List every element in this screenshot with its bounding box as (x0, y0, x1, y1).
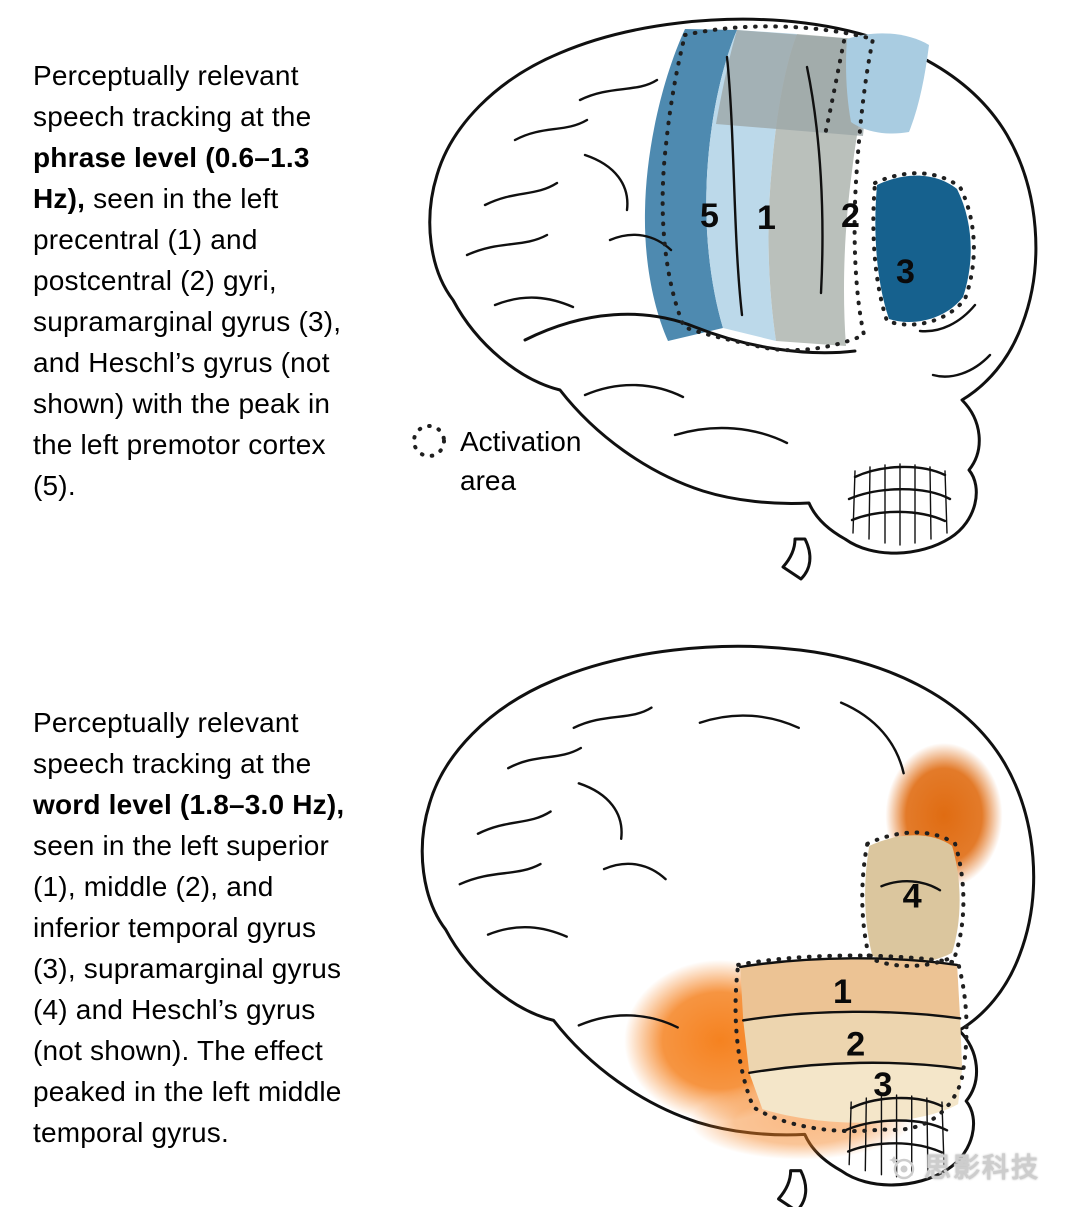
region-label-1: 1 (833, 973, 852, 1011)
activation-area-swatch-icon (412, 424, 446, 458)
brain-figure-word-level: 4 1 2 3 (420, 644, 1036, 1207)
region-label-1: 1 (757, 199, 776, 237)
activation-outline-supramarginal (871, 171, 976, 327)
brainstem (781, 537, 812, 581)
caption-word-post: seen in the left superior (1), middle (2… (33, 830, 342, 1148)
gyri-lines (458, 701, 905, 1029)
temporal-sulci-lines (739, 957, 964, 1075)
region-label-2: 2 (846, 1026, 865, 1064)
sylvian-fissure (523, 312, 857, 355)
central-sulcus-lines (725, 55, 824, 317)
caption-phrase-level: Perceptually relevant speech tracking at… (33, 55, 353, 506)
region-label-4: 4 (903, 877, 922, 915)
region-superior-gray-wash (716, 30, 880, 136)
caption-word-pre: Perceptually relevant speech tracking at… (33, 707, 312, 779)
region-supramarginal-3 (875, 175, 971, 323)
cerebellum-hatching (852, 463, 948, 546)
brainstem (777, 1169, 808, 1207)
region-inferior-temporal-3 (749, 1062, 963, 1123)
brain-figure-phrase-level: 5 1 2 3 (428, 17, 1038, 581)
caption-word-bold: word level (1.8–3.0 Hz), (33, 789, 345, 820)
region-label-2: 2 (841, 197, 860, 235)
activation-outline-parietal-edge (823, 39, 846, 137)
watermark-text: 思影科技 (924, 1153, 1040, 1183)
region-superior-temporal-1 (740, 958, 961, 1021)
cerebellum-hatching (848, 1094, 945, 1178)
activation-outline-supramarginal (860, 830, 966, 968)
region-parietal-patch (846, 33, 929, 134)
caption-phrase-pre: Perceptually relevant speech tracking at… (33, 60, 312, 132)
watermark-logo-icon (889, 1155, 915, 1179)
region-label-3: 3 (896, 253, 915, 291)
region-middle-temporal-2 (743, 1011, 963, 1073)
watermark: 思影科技 (888, 1146, 1040, 1185)
region-label-5: 5 (700, 197, 719, 235)
supramarginal-gyri (880, 880, 942, 892)
caption-phrase-bold: phrase level (0.6–1.3 Hz), (33, 142, 310, 214)
activation-legend: Activation area (408, 420, 610, 500)
activation-legend-label: Activation area (460, 426, 582, 496)
caption-word-level: Perceptually relevant speech tracking at… (33, 702, 363, 1153)
activation-swatch-circle (412, 424, 446, 458)
activation-outline-temporal (733, 953, 969, 1134)
caption-phrase-post: seen in the left precentral (1) and post… (33, 183, 342, 501)
gyri-lines (465, 78, 992, 445)
region-label-3: 3 (873, 1066, 892, 1104)
region-supramarginal-4 (865, 835, 960, 964)
